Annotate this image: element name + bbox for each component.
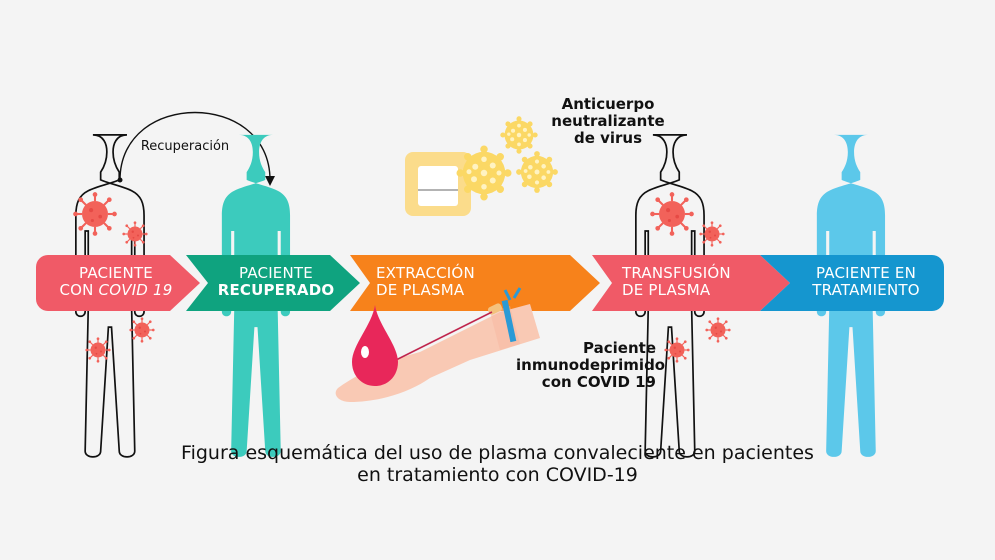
antibody-label-line2: neutralizante <box>551 112 665 130</box>
figure-caption: Figura esquemática del uso de plasma con… <box>0 442 995 486</box>
antibody-label-line3: de virus <box>573 129 643 147</box>
step-4-line2: DE PLASMA <box>622 281 711 299</box>
step-1-band <box>36 255 200 311</box>
step-3-line2: DE PLASMA <box>376 281 465 299</box>
caption-line1: Figura esquemática del uso de plasma con… <box>181 442 814 464</box>
recovery-label: Recuperación <box>140 139 230 154</box>
step-1-line2b: COVID 19 <box>98 281 173 299</box>
step-2-line1: PACIENTE <box>239 264 313 282</box>
step-2-label: PACIENTE RECUPERADO <box>206 265 346 299</box>
caption-line2: en tratamiento con COVID-19 <box>357 464 638 486</box>
immuno-patient-label: Paciente inmunodeprimido con COVID 19 <box>516 339 666 391</box>
step-4-line1: TRANSFUSIÓN <box>622 264 731 282</box>
plasma-bag-icon <box>405 152 471 216</box>
step-5-line2: TRATAMIENTO <box>812 281 920 299</box>
antibody-label-line1: Anticuerpo <box>561 95 655 113</box>
step-4-band <box>592 255 790 311</box>
blood-drop-icon <box>352 305 398 386</box>
step-5-label: PACIENTE EN TRATAMIENTO <box>796 265 936 299</box>
immuno-label-line2: inmunodeprimido <box>516 356 666 374</box>
immuno-label-line1: Paciente <box>583 339 656 357</box>
step-3-line1: EXTRACCIÓN <box>376 264 475 282</box>
step-1-line1: PACIENTE <box>79 264 153 282</box>
immuno-label-line3: con COVID 19 <box>541 373 656 391</box>
step-3-band <box>350 255 600 311</box>
recovery-arc <box>119 111 271 181</box>
step-1-line2: CON COVID 19 <box>46 282 186 299</box>
antibody-label: Anticuerpo neutralizante de virus <box>548 96 668 147</box>
step-1-line2a: CON <box>59 281 99 299</box>
step-2-line2: RECUPERADO <box>217 281 335 299</box>
step-4-label: TRANSFUSIÓN DE PLASMA <box>622 265 742 299</box>
step-5-line1: PACIENTE EN <box>816 264 916 282</box>
step-5-band <box>760 255 944 311</box>
step-1-label: PACIENTE CON COVID 19 <box>46 265 186 299</box>
step-3-label: EXTRACCIÓN DE PLASMA <box>376 265 486 299</box>
step-2-band <box>186 255 360 311</box>
